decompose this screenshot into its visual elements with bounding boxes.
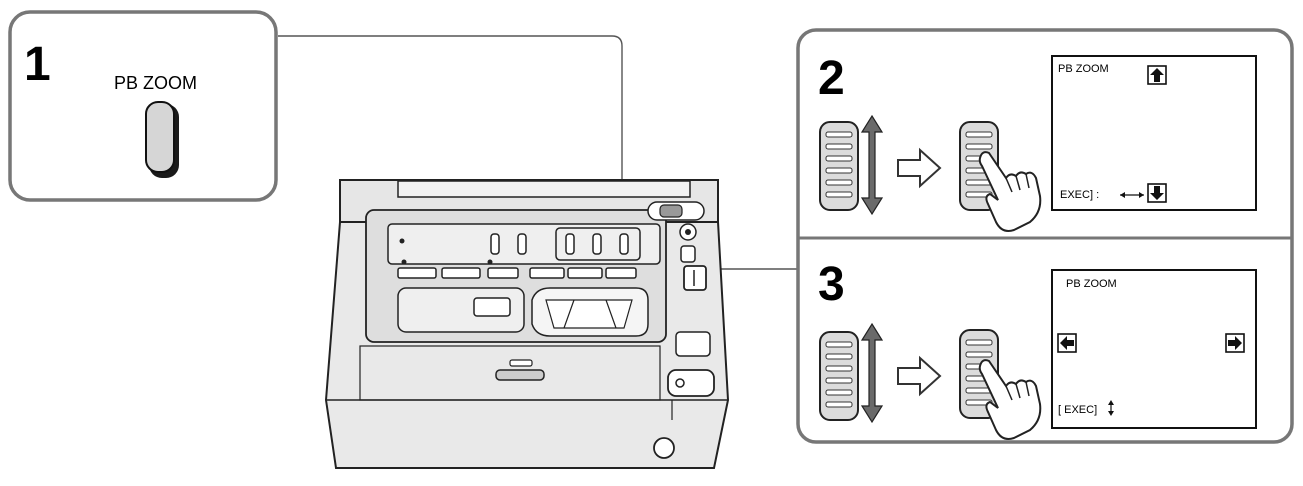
left-arrow-icon [1057,333,1077,353]
step3-screen: PB ZOOM [ EXEC] [1051,269,1257,429]
step3-screen-title: PB ZOOM [1066,278,1117,290]
step1-number: 1 [24,38,51,91]
double-headed-arrow-icon [1120,192,1144,198]
step1-frame [8,10,278,202]
up-arrow-icon [1147,65,1167,85]
pb-zoom-button-label: PB ZOOM [114,73,197,93]
steps-2-3-panel: 2 PB ZOOM EXEC] : 3 [796,28,1294,444]
step1-panel: 1 PB ZOOM [8,10,278,202]
video-deck-device [324,179,730,469]
pb-zoom-button[interactable] [145,101,179,178]
step2-section: 2 PB ZOOM EXEC] : [818,52,1257,232]
step2-number: 2 [818,52,845,105]
step3-section: 3 PB ZOOM [ EXEC] [818,258,1257,440]
scroll-dial-icon[interactable] [819,121,859,211]
down-arrow-icon [1147,183,1167,203]
step2-screen-title: PB ZOOM [1058,63,1109,75]
connector-line-step1 [278,35,623,255]
scroll-dial-icon[interactable] [819,331,859,421]
double-headed-arrow-icon [1108,400,1114,416]
step2-screen: PB ZOOM EXEC] : [1051,55,1257,211]
step2-exec-label: EXEC] : [1060,189,1099,201]
right-arrow-icon [1225,333,1245,353]
step3-exec-label: [ EXEC] [1058,404,1097,416]
step3-number: 3 [818,258,845,311]
